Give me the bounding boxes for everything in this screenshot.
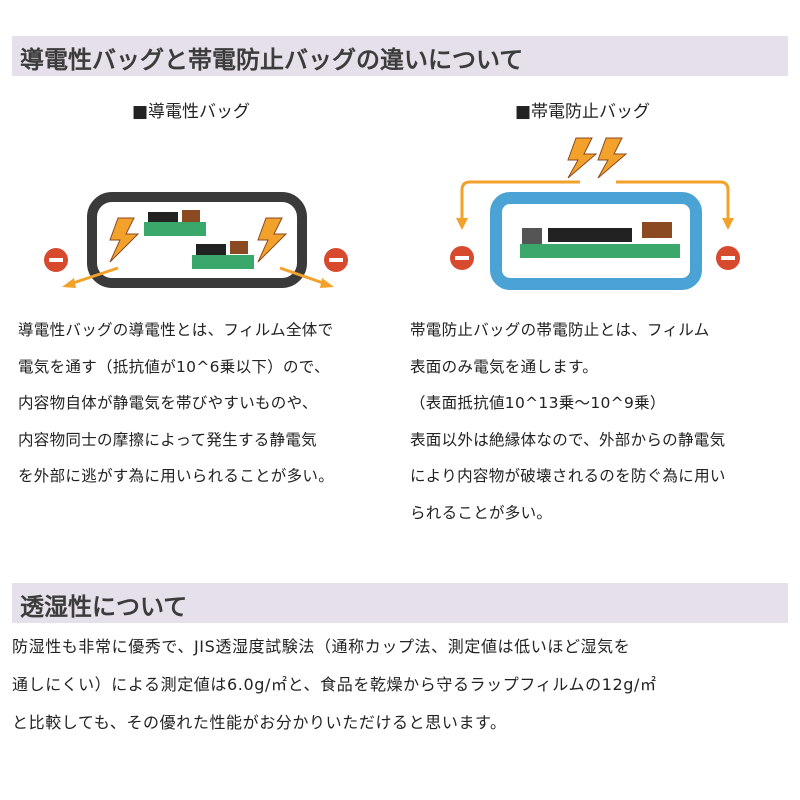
circuit-board-icon [144, 210, 206, 236]
minus-charge-icon [324, 248, 348, 272]
section-header-moisture: 透湿性について [12, 583, 788, 623]
text-line: 表面以外は絶縁体なので、外部からの静電気 [410, 430, 726, 449]
section-title: 導電性バッグと帯電防止バッグの違いについて [20, 46, 524, 74]
conductive-bag-diagram [44, 192, 348, 288]
lightning-icon [567, 137, 598, 179]
section-title: 透湿性について [20, 593, 188, 621]
arrow-icon [62, 266, 119, 288]
text-line: 表面のみ電気を通します。 [410, 357, 599, 376]
antistatic-bag-heading: ■帯電防止バッグ [515, 102, 651, 122]
lightning-icon [597, 137, 628, 179]
conductive-bag-description: 導電性バッグの導電性とは、フィルム全体で 電気を通す（抵抗値が10^6乗以下）の… [18, 312, 334, 495]
minus-charge-icon [450, 246, 474, 270]
lightning-icon [257, 217, 288, 263]
text-line: 防湿性も非常に優秀で、JIS透湿度試験法（通称カップ法、測定値は低いほど湿気を [12, 637, 631, 656]
minus-charge-icon [716, 246, 740, 270]
circuit-board-icon [192, 241, 254, 269]
minus-charge-icon [44, 248, 68, 272]
text-line: られることが多い。 [410, 503, 553, 522]
antistatic-bag-diagram [450, 137, 740, 290]
moisture-description: 防湿性も非常に優秀で、JIS透湿度試験法（通称カップ法、測定値は低いほど湿気を … [12, 628, 657, 742]
text-line: 内容物自体が静電気を帯びやすいものや、 [18, 394, 318, 412]
conductive-bag-heading: ■導電性バッグ [132, 102, 251, 122]
arrow-icon [279, 266, 334, 288]
text-line: 導電性バッグの導電性とは、フィルム全体で [18, 321, 334, 339]
text-line: 帯電防止バッグの帯電防止とは、フィルム [410, 321, 710, 339]
arrow-icon [456, 180, 580, 230]
text-line: を外部に逃がす為に用いられることが多い。 [18, 467, 335, 485]
arrow-icon [616, 180, 734, 230]
text-line: により内容物が破壊されるのを防ぐ為に用い [410, 467, 726, 485]
text-line: 電気を通す（抵抗値が10^6乗以下）ので、 [18, 357, 330, 376]
text-line: 内容物同士の摩擦によって発生する静電気 [18, 430, 317, 449]
antistatic-bag-description: 帯電防止バッグの帯電防止とは、フィルム 表面のみ電気を通します。 （表面抵抗値1… [410, 312, 726, 531]
text-line: と比較しても、その優れた性能がお分かりいただけると思います。 [12, 713, 507, 732]
lightning-icon [109, 217, 140, 263]
section-header-bag-difference: 導電性バッグと帯電防止バッグの違いについて [12, 36, 788, 76]
text-line: 通しにくい）による測定値は6.0g/㎡と、食品を乾燥から守るラップフィルムの12… [12, 675, 657, 694]
text-line: （表面抵抗値10^13乗～10^9乗） [410, 394, 666, 412]
circuit-board-icon [520, 222, 680, 258]
